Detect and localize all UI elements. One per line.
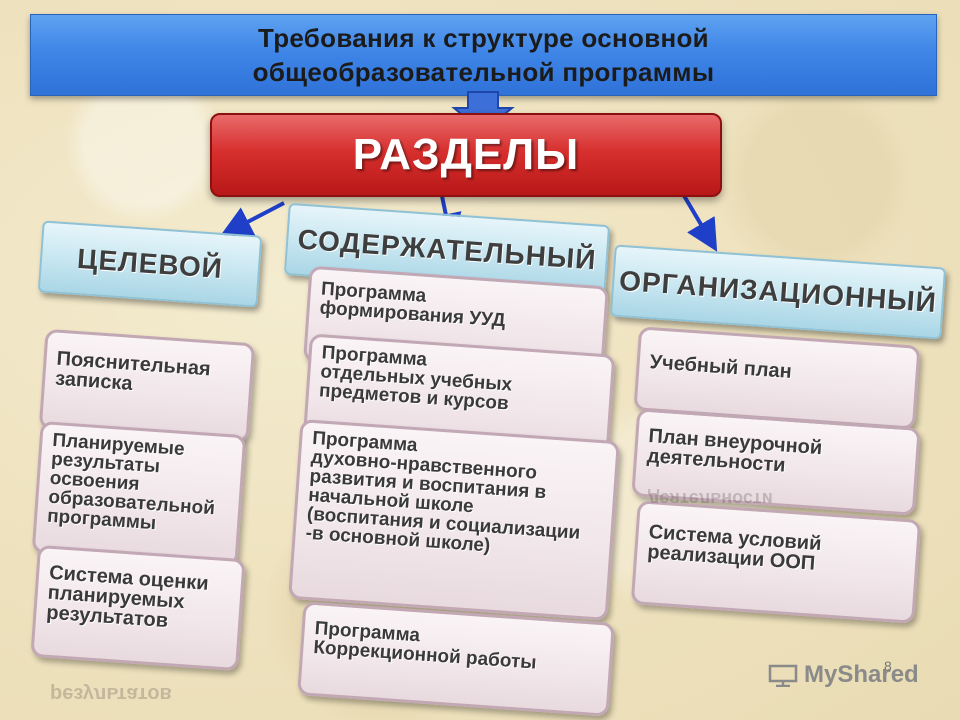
card-conditions-system-text: Система условий реализации ООП (646, 521, 823, 575)
title-banner: Требования к структуре основной общеобра… (30, 14, 937, 96)
watermark: MyShared (768, 658, 919, 692)
sections-box: РАЗДЕЛЫ (210, 113, 722, 197)
card-planned-results: Планируемые результаты освоения образова… (31, 420, 247, 568)
page-number: 8 (884, 658, 892, 674)
card-moral-program-text: Программа духовно-нравственного развития… (304, 427, 581, 557)
card-assessment-system-text: Система оценки планируемых результатов (45, 561, 210, 633)
sections-label: РАЗДЕЛЫ (352, 130, 580, 179)
card-assessment-system: Система оценки планируемых результатов (30, 544, 246, 672)
reflection-left: результатов (50, 683, 172, 705)
title-text: Требования к структуре основной общеобра… (253, 21, 715, 89)
title-line-2: общеобразовательной программы (252, 57, 715, 87)
header-celevoy-label: ЦЕЛЕВОЙ (76, 242, 224, 285)
reflection-right: деятельности (648, 489, 773, 509)
watermark-text: MyShared (804, 661, 919, 688)
card-explanatory-note-text: Пояснительная записка (54, 347, 212, 395)
presentation-icon (768, 664, 798, 687)
card-correction-program-text: Программа Коррекционной работы (312, 618, 538, 674)
card-subjects-program-text: Программа отдельных учебных предметов и … (318, 342, 513, 415)
card-planned-results-text: Планируемые результаты освоения образова… (46, 429, 216, 535)
card-conditions-system: Система условий реализации ООП (630, 500, 922, 624)
header-celevoy: ЦЕЛЕВОЙ (37, 220, 263, 308)
title-line-1: Требования к структуре основной (258, 23, 709, 53)
card-moral-program: Программа духовно-нравственного развития… (288, 419, 620, 621)
card-extracurricular-text: План внеурочной деятельности (646, 425, 823, 477)
header-organizacionny-label: ОРГАНИЗАЦИОННЫЙ (618, 264, 938, 319)
card-uud-program-text: Программа формирования УУД (319, 278, 507, 332)
card-curriculum-text: Учебный план (649, 351, 793, 383)
